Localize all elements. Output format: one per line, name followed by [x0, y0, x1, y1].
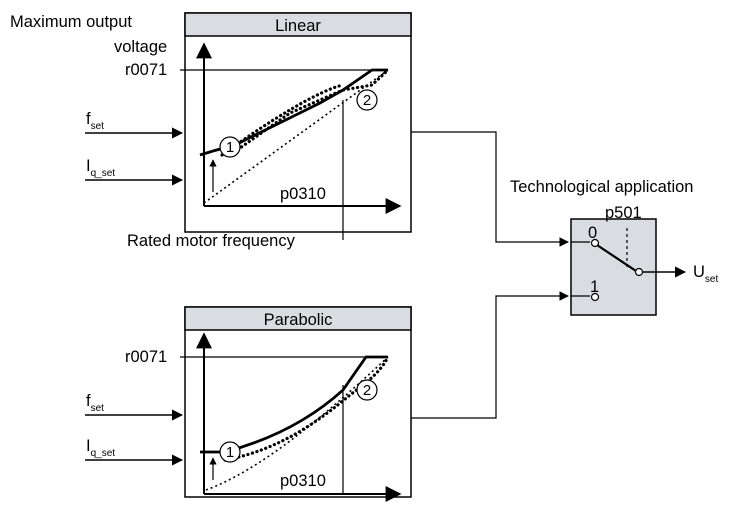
switch-pos-0-label: 0: [588, 224, 597, 242]
parabolic-title: Parabolic: [264, 311, 333, 329]
linear-title: Linear: [275, 17, 321, 35]
switch-pivot: [634, 267, 644, 277]
switch-param-label: p501: [605, 204, 642, 222]
svg-text:2: 2: [363, 92, 371, 109]
linear-r0071-label: r0071: [125, 61, 167, 79]
linear-marker-1: 1: [219, 136, 241, 158]
switch-pos-1-label: 1: [590, 278, 599, 296]
switch-output-label: Uset: [693, 263, 718, 285]
parabolic-block: Parabolic r0071 p0310 1 2 fset Iq_set: [85, 306, 412, 502]
parabolic-input-fset-label: fset: [86, 392, 104, 414]
parabolic-marker-2: 2: [356, 379, 378, 401]
linear-input-iqset-label: Iq_set: [86, 157, 115, 179]
linear-to-switch-connector: [411, 131, 569, 247]
parabolic-r0071-label: r0071: [125, 348, 167, 366]
parabolic-to-switch-connector: [411, 291, 569, 419]
linear-block-frame: [184, 12, 412, 233]
parabolic-input-iqset-label: Iq_set: [86, 437, 115, 459]
parabolic-dotted-curve-1: [223, 355, 390, 462]
technological-application-label: Technological application: [510, 178, 693, 196]
linear-marker-2: 2: [356, 89, 378, 111]
linear-block: Linear r0071 p0310 1 2 fset Iq_set: [85, 12, 412, 240]
svg-text:1: 1: [226, 139, 234, 156]
switch-contact-0: [590, 238, 600, 248]
max-output-voltage-label-1: Maximum output: [10, 13, 132, 31]
p501-switch-block: p501 0 1 Uset: [570, 204, 718, 316]
linear-p0310-label: p0310: [280, 185, 326, 203]
linear-input-fset-label: fset: [86, 110, 104, 132]
parabolic-title-bar: [184, 306, 412, 331]
rated-motor-frequency-label: Rated motor frequency: [127, 232, 296, 250]
parabolic-p0310-label: p0310: [280, 472, 326, 490]
svg-text:1: 1: [226, 444, 234, 461]
switch-lever: [596, 244, 637, 272]
parabolic-marker-1: 1: [219, 441, 241, 463]
switch-frame: [570, 218, 657, 316]
linear-title-bar: [184, 12, 412, 37]
switch-contact-1: [590, 292, 600, 302]
svg-text:2: 2: [363, 382, 371, 399]
linear-dotted-curve-1: [228, 68, 390, 157]
max-output-voltage-label-2: voltage: [114, 38, 167, 56]
parabolic-block-frame: [184, 306, 412, 498]
linear-solid-curve: [199, 68, 388, 157]
